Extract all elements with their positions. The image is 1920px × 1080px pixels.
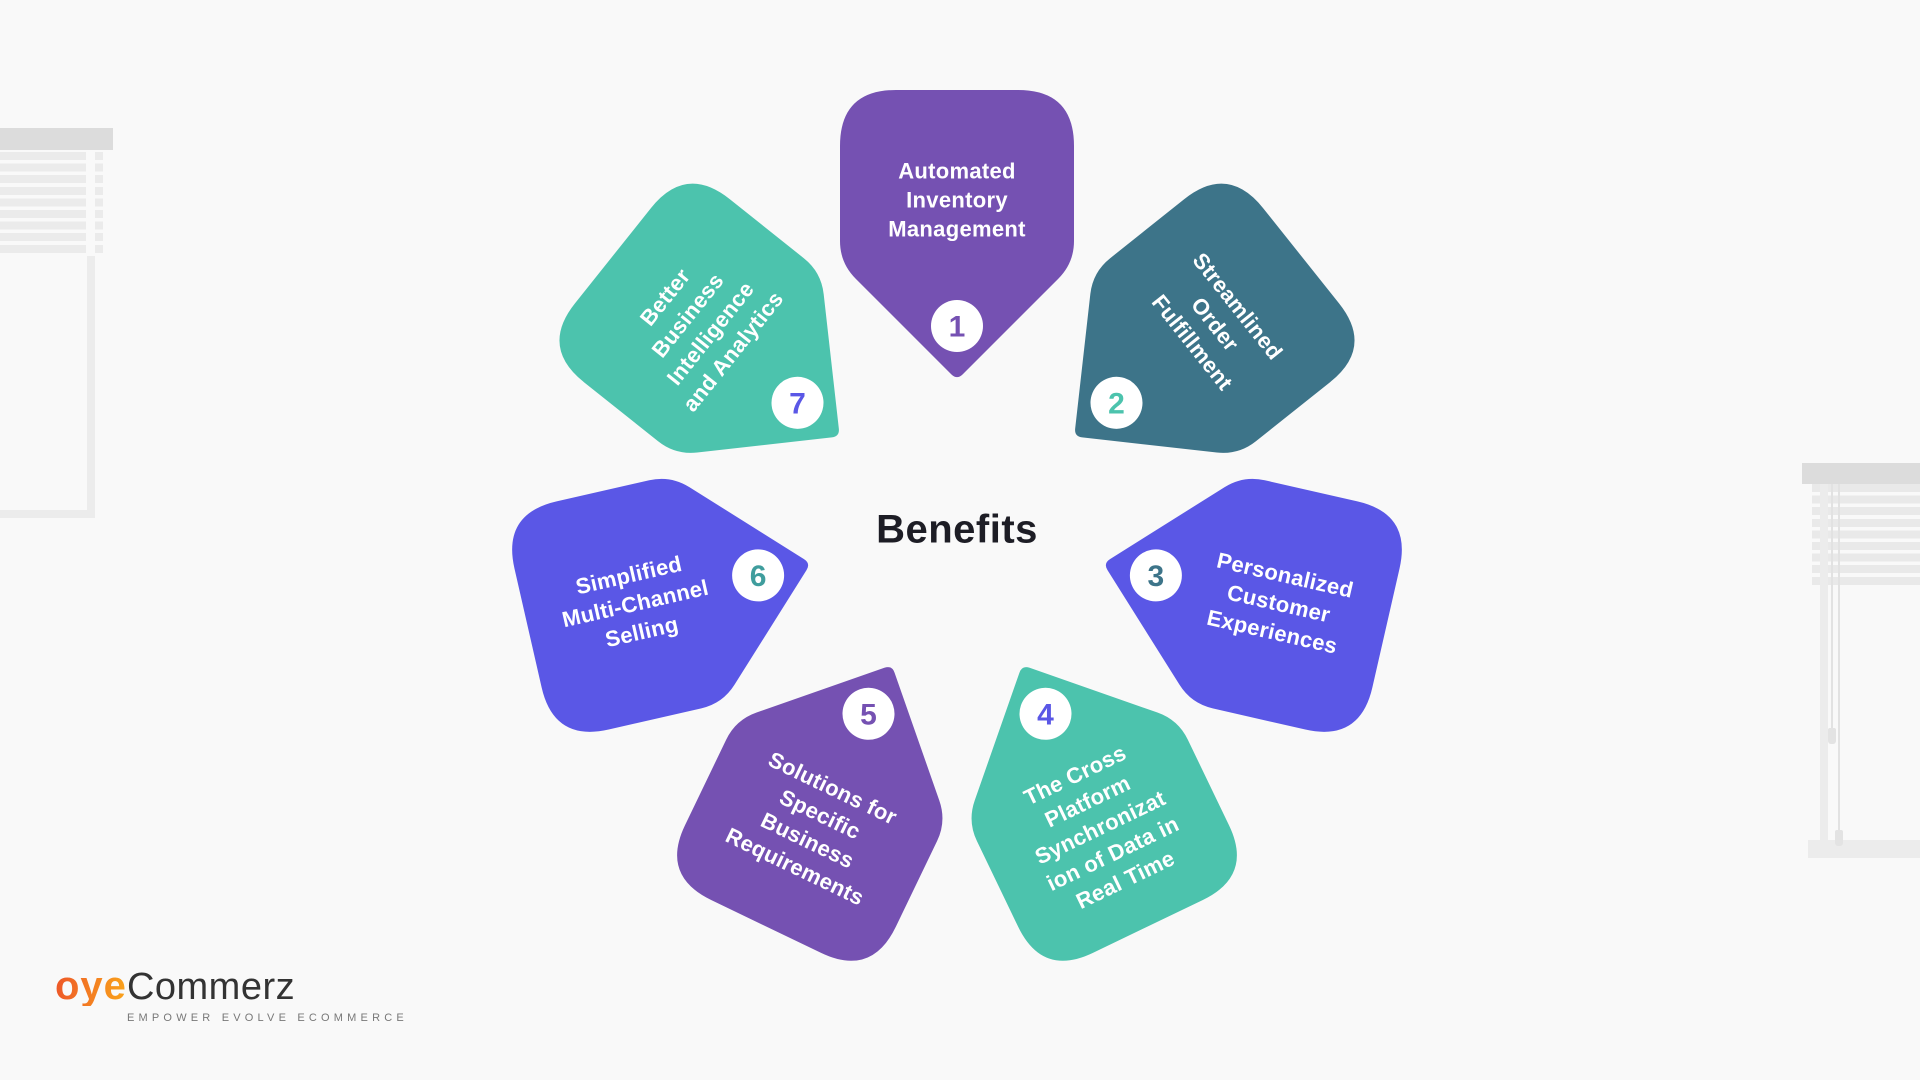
petal-number-badge-2 xyxy=(1090,376,1143,429)
petal-number-7: 7 xyxy=(789,387,806,420)
petal-shape-5 xyxy=(677,667,943,961)
petal-shape-4 xyxy=(971,667,1237,961)
left-blind-slats xyxy=(0,152,86,256)
right-blind-cord xyxy=(1831,484,1833,730)
right-blind-header xyxy=(1802,463,1920,484)
petal-number-1: 1 xyxy=(949,311,966,344)
petal-number-4: 4 xyxy=(1037,698,1054,731)
petal-number-6: 6 xyxy=(750,560,767,593)
left-blind-slats-stub xyxy=(95,152,103,256)
left-window-frame-vertical xyxy=(87,256,95,518)
petal-shape-1 xyxy=(840,90,1074,378)
petal-number-badge-6 xyxy=(732,549,785,602)
petal-shape-6 xyxy=(512,478,809,732)
right-blind-slats xyxy=(1812,484,1920,586)
left-window-frame-horizontal xyxy=(0,510,95,518)
right-blind-cord-2 xyxy=(1838,484,1840,832)
petal-shape-7 xyxy=(559,183,839,453)
petal-number-badge-1 xyxy=(931,300,983,352)
petal-shape-3 xyxy=(1105,478,1402,732)
right-blind-cord-handle xyxy=(1828,728,1836,744)
petal-number-5: 5 xyxy=(860,698,877,731)
petal-number-badge-5 xyxy=(842,687,895,740)
logo-wordmark-commerz: Commerz xyxy=(126,966,296,1008)
logo-tagline: EMPOWER EVOLVE ECOMMERCE xyxy=(127,1012,408,1024)
right-blind-cord-handle-2 xyxy=(1835,830,1843,846)
petal-number-3: 3 xyxy=(1148,560,1165,593)
diagram-center-title: Benefits xyxy=(876,507,1038,552)
petal-number-badge-4 xyxy=(1019,687,1072,740)
left-blind-header xyxy=(0,128,113,150)
petal-number-badge-3 xyxy=(1129,549,1182,602)
petal-number-badge-7 xyxy=(771,376,824,429)
logo-wordmark-oye: oye xyxy=(55,964,127,1008)
petal-shape-2 xyxy=(1075,183,1355,453)
right-window-frame-vertical xyxy=(1820,484,1828,850)
petal-number-2: 2 xyxy=(1108,387,1125,420)
